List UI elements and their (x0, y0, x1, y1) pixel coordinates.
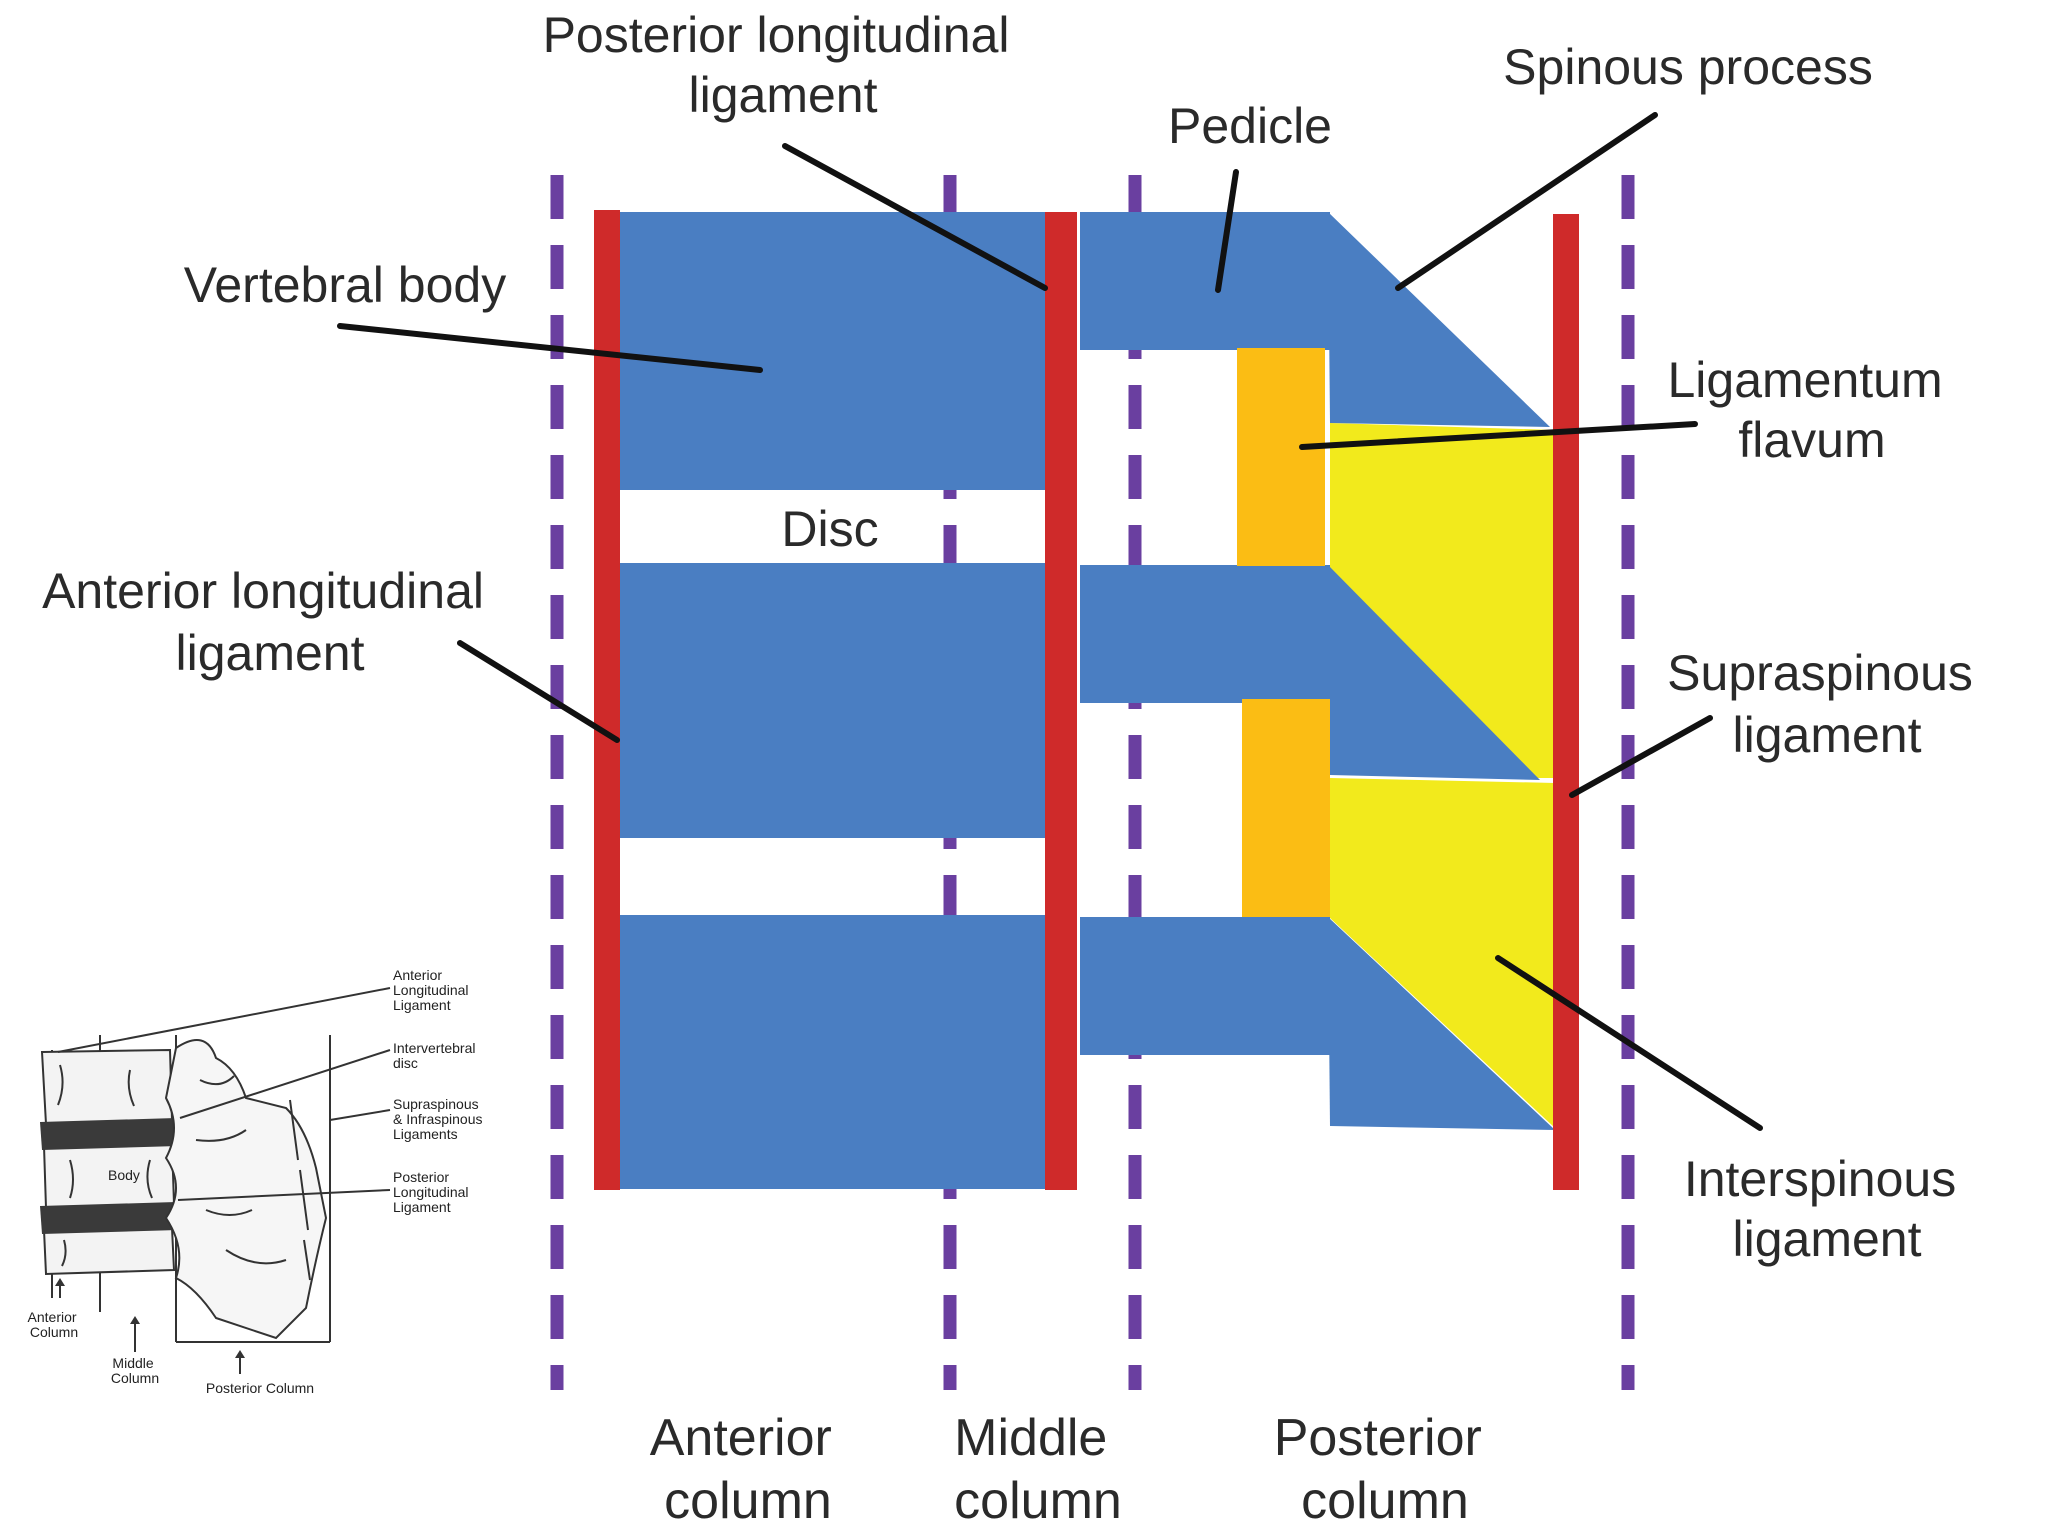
inset-label-posterior-column: Posterior Column (206, 1380, 314, 1396)
leader-supraspinous-ligament (1569, 715, 1713, 798)
inset-leader-all (57, 987, 391, 1053)
spinous-process-3 (1328, 917, 1555, 1130)
inset-label-anterior-longitudinal-ligament: Anterior Longitudinal Ligament (393, 967, 472, 1013)
label-posterior-longitudinal-ligament: Posterior longitudinal ligament (543, 7, 1024, 123)
label-posterior-column: Posterior column (1274, 1409, 1497, 1530)
vertebral-body-2 (600, 563, 1060, 838)
inset-leader-disc (179, 1049, 391, 1119)
supraspinous-ligament-bar (1553, 214, 1579, 1190)
vertebral-body-3 (600, 915, 1060, 1189)
ligamentum-flavum (1237, 348, 1330, 917)
pedicle-1 (1080, 212, 1330, 350)
spinous-processes (1328, 212, 1555, 1130)
label-ligamentum-flavum: Ligamentum flavum (1667, 352, 1956, 468)
leader-anterior-longitudinal-ligament (457, 640, 620, 743)
label-disc: Disc (781, 501, 878, 557)
posterior-longitudinal-ligament-bar (1045, 212, 1077, 1190)
pedicle-2 (1080, 565, 1330, 703)
label-anterior-column: Anterior column (650, 1409, 847, 1530)
pedicle-3 (1080, 917, 1330, 1055)
vertebral-body-1 (600, 212, 1060, 490)
structure-labels: Posterior longitudinal ligament Spinous … (42, 7, 1987, 1267)
inset-spine-sketch: Anterior Longitudinal Ligament Intervert… (28, 967, 486, 1396)
inset-label-posterior-longitudinal-ligament: Posterior Longitudinal Ligament (393, 1169, 472, 1215)
vertebral-bodies (600, 212, 1060, 1189)
leader-interspinous-ligament (1495, 955, 1763, 1131)
ligamentum-flavum-upper (1237, 348, 1325, 566)
spinous-process-2 (1328, 565, 1540, 780)
inset-label-body: Body (108, 1167, 140, 1183)
label-supraspinous-ligament: Supraspinous ligament (1667, 645, 1987, 763)
interspinous-ligaments (1330, 423, 1555, 1128)
ligamentum-flavum-lower (1242, 699, 1330, 917)
posterior-elements (1080, 212, 1330, 1055)
label-vertebral-body: Vertebral body (184, 257, 506, 313)
anterior-longitudinal-ligament-bar (594, 210, 620, 1190)
label-pedicle: Pedicle (1168, 98, 1332, 154)
label-spinous-process: Spinous process (1503, 39, 1873, 95)
label-anterior-longitudinal-ligament: Anterior longitudinal ligament (42, 563, 498, 681)
inset-column-arrows (55, 1278, 245, 1374)
leader-spinous-process (1395, 112, 1658, 291)
inset-body-texture (57, 1064, 153, 1267)
interspinous-ligament-lower (1330, 778, 1555, 1128)
inset-leader-pll (177, 1189, 391, 1201)
inset-disc-lower (40, 1202, 178, 1234)
inset-vertebral-body-bottom (42, 1226, 176, 1276)
interspinous-ligament-upper (1330, 423, 1555, 778)
spinous-process-1 (1328, 212, 1550, 427)
leader-pedicle (1215, 169, 1239, 293)
inset-disc-upper (40, 1118, 178, 1150)
red-ligaments (594, 210, 1579, 1190)
inset-arrowhead-middle (130, 1316, 140, 1324)
inset-arrowhead-posterior (235, 1350, 245, 1358)
label-middle-column: Middle column (954, 1409, 1122, 1530)
inset-posterior-texture (195, 1075, 311, 1281)
label-interspinous-ligament: Interspinous ligament (1684, 1151, 1970, 1267)
inset-arrowhead-anterior (55, 1278, 65, 1286)
inset-label-supraspinous-infraspinous: Supraspinous & Infraspinous Ligaments (393, 1096, 486, 1142)
inset-label-anterior-column: Anterior Column (28, 1309, 81, 1340)
leader-posterior-longitudinal-ligament (782, 143, 1048, 291)
leader-ligamentum-flavum (1299, 421, 1698, 450)
inset-leader-supraspinous (329, 1109, 391, 1121)
inset-label-intervertebral-disc: Intervertebral disc (393, 1040, 479, 1071)
inset-posterior-elements (164, 1039, 328, 1340)
leader-vertebral-body (337, 323, 763, 373)
leader-lines (337, 112, 1763, 1131)
column-labels: Anterior column Middle column Posterior … (650, 1409, 1497, 1530)
inset-label-middle-column: Middle Column (111, 1355, 159, 1386)
